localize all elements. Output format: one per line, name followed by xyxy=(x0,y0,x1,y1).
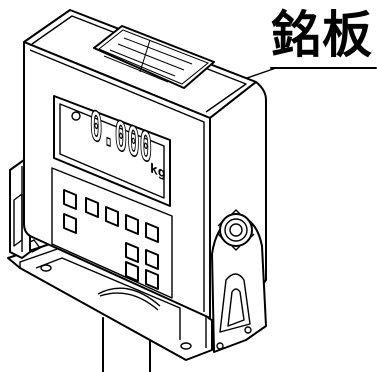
key-8[interactable] xyxy=(145,249,159,270)
key-1[interactable] xyxy=(63,189,77,210)
key-7[interactable] xyxy=(125,242,139,263)
key-2[interactable] xyxy=(85,197,99,218)
status-lamp-icon xyxy=(71,111,81,121)
key-3[interactable] xyxy=(105,206,119,227)
keypad xyxy=(51,167,173,299)
nameplate xyxy=(93,25,215,89)
nameplate-callout-label: 銘板 xyxy=(271,6,373,64)
tilt-knob[interactable] xyxy=(217,209,255,251)
key-5[interactable] xyxy=(145,222,159,243)
key-4[interactable] xyxy=(125,214,139,235)
key-9[interactable] xyxy=(125,261,139,282)
key-10[interactable] xyxy=(145,269,159,290)
right-bracket xyxy=(211,215,267,353)
weight-unit: kg xyxy=(150,160,166,182)
key-6[interactable] xyxy=(63,213,77,234)
